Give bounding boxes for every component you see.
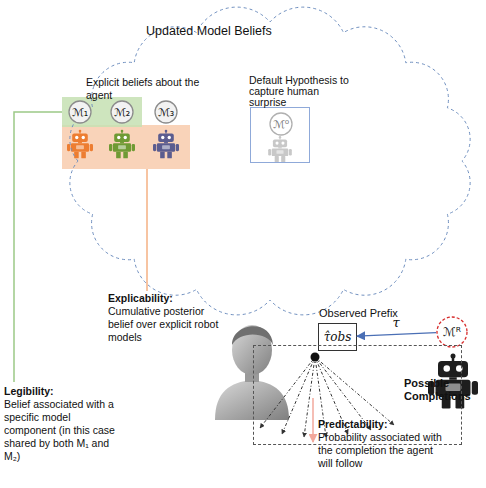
concept-heading: Predictability: xyxy=(318,418,450,431)
circle-outline xyxy=(270,113,292,135)
node-text: τ̂obs xyxy=(319,324,356,350)
node-text: Possible Completions xyxy=(404,377,462,403)
node-text: Updated Model Beliefs xyxy=(146,24,316,39)
human-head xyxy=(232,325,272,375)
concept-description: Cumulative posterior belief over explici… xyxy=(108,305,222,344)
circle-outline xyxy=(69,101,91,123)
model-circle: ℳ₂ xyxy=(110,100,134,124)
robot-icon xyxy=(67,130,93,159)
circle-outline xyxy=(111,101,133,123)
node-text: ℳᴿ xyxy=(436,316,468,348)
human-shoulders xyxy=(215,380,289,420)
model-circle: ℳᴿ xyxy=(436,316,468,348)
circle-outline xyxy=(437,317,467,347)
concept-heading: Explicability: xyxy=(108,292,222,305)
legibility-leader xyxy=(14,112,62,382)
belief-cloud: Updated Model Beliefsℳ₁ ℳ₂ ℳ₃ Default Hypot… xyxy=(58,2,482,320)
node-heading: Observed Prefix xyxy=(319,307,398,320)
robot-icon xyxy=(268,136,292,162)
explicability-leader xyxy=(146,169,148,291)
flow-arrow xyxy=(357,333,436,336)
legibility-band xyxy=(62,97,142,127)
completion-arrow xyxy=(304,357,315,437)
edge-label: τ xyxy=(393,315,400,330)
completion-arrow xyxy=(315,357,394,425)
robot-icon xyxy=(153,130,179,159)
node-text: ℳ₃ xyxy=(154,100,178,124)
node-text: ℳ⁰ xyxy=(269,112,293,136)
node-text: ℳ₁ xyxy=(68,100,92,124)
completion-arrow xyxy=(260,357,315,428)
concept-heading: Legibility: xyxy=(4,385,116,398)
predictability-leader xyxy=(312,398,314,442)
explicability-band xyxy=(62,125,190,169)
cloud-outline xyxy=(58,2,482,320)
human-hair xyxy=(232,326,273,345)
robot-icon xyxy=(109,130,135,159)
circle-outline xyxy=(155,101,177,123)
completion-arrow xyxy=(282,357,315,434)
prefix-box: Observed Prefixτ̂obs xyxy=(318,323,357,351)
model-circle: ℳ₃ xyxy=(154,100,178,124)
node-text: Default Hypothesis to capture human surp… xyxy=(249,75,353,108)
cloud-outline xyxy=(70,7,470,315)
group-heading: Explicit beliefs about the agent xyxy=(86,76,221,102)
start-dot xyxy=(311,353,320,362)
model-circle: ℳ⁰ xyxy=(269,112,293,136)
concept-description: Probability associated with the completi… xyxy=(318,431,450,470)
concept-description: Belief associated with a specific model … xyxy=(4,398,116,463)
model-circle: ℳ₁ xyxy=(68,100,92,124)
hypothesis-box: Default Hypothesis to capture human surp… xyxy=(250,107,310,163)
node-text: ℳ₂ xyxy=(110,100,134,124)
